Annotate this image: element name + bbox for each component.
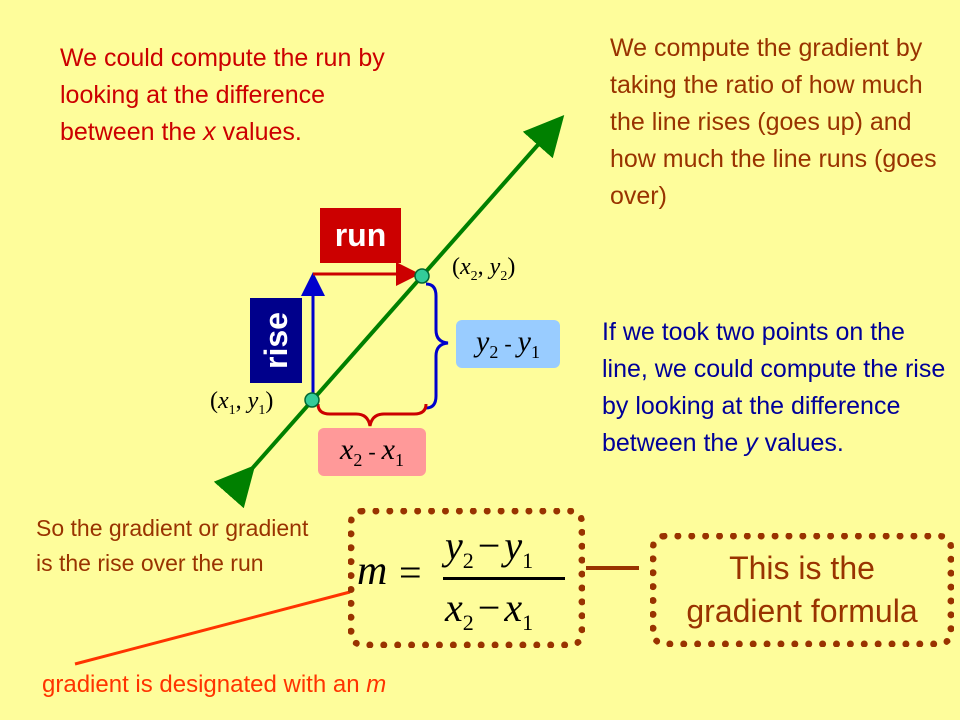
point-2	[414, 268, 430, 284]
formula-denominator: x2−x1	[445, 584, 533, 636]
point-1	[304, 392, 320, 408]
run-explain-x: x	[203, 118, 216, 146]
gradient-explanation: We compute the gradient by taking the ra…	[610, 34, 937, 210]
formula-m: m	[357, 548, 388, 594]
den-a-sub: 2	[462, 610, 474, 635]
formula-box	[348, 508, 585, 648]
num-b-sub: 1	[522, 548, 534, 573]
ydiff-a: y	[476, 325, 490, 358]
xdiff-op: -	[368, 439, 376, 464]
formula-label-box: This is the gradient formula	[650, 533, 954, 647]
p2-y: y	[489, 254, 501, 280]
rise-label-text: rise	[257, 312, 294, 369]
run-explain-text: We could compute the run by looking at t…	[60, 44, 385, 146]
p1-x-sub: 1	[228, 402, 236, 418]
p2-y-sub: 2	[500, 268, 508, 284]
p1-x: x	[218, 388, 229, 414]
num-op: −	[477, 523, 501, 568]
designation-label: gradient is designated with an	[42, 671, 360, 698]
num-b: y	[504, 523, 523, 568]
p1-y-sub: 1	[258, 402, 266, 418]
rise-explain-end: values.	[764, 429, 844, 457]
xdiff-a-sub: 2	[353, 450, 363, 470]
ydiff-a-sub: 2	[489, 342, 499, 362]
rise-over-run-text: So the gradient or gradient is the rise …	[36, 515, 309, 576]
xdiff-b: x	[381, 433, 395, 466]
formula-label-line2: gradient formula	[686, 593, 918, 629]
ydiff-b-sub: 1	[530, 342, 540, 362]
designation-m: m	[366, 671, 387, 698]
p2-x-sub: 2	[470, 268, 478, 284]
gradient-formula: m = y2−y1 x2−x1	[357, 522, 567, 636]
run-brace	[316, 403, 428, 427]
xdiff-a: x	[340, 433, 354, 466]
rise-explain-text: If we took two points on the line, we co…	[602, 318, 946, 457]
rise-explanation: If we took two points on the line, we co…	[602, 314, 952, 462]
den-a: x	[445, 585, 463, 630]
run-explanation: We could compute the run by looking at t…	[60, 40, 420, 151]
run-label-text: run	[334, 217, 387, 253]
formula-numerator: y2−y1	[445, 522, 533, 574]
pointer-line	[74, 590, 351, 666]
den-op: −	[477, 585, 501, 630]
p1-y: y	[247, 388, 259, 414]
y-difference: y2 - y1	[456, 320, 560, 368]
xdiff-b-sub: 1	[394, 450, 404, 470]
rise-label: rise	[250, 298, 302, 383]
x-difference: x2 - x1	[318, 428, 426, 476]
ydiff-b: y	[517, 325, 531, 358]
graph-line	[213, 115, 565, 509]
point-2-label: (x2, y2)	[452, 254, 516, 284]
rise-brace	[425, 282, 449, 410]
p2-x: x	[460, 254, 471, 280]
ydiff-op: -	[504, 331, 512, 356]
designation-text: gradient is designated with an m	[42, 666, 542, 703]
formula-equals: =	[399, 550, 422, 595]
formula-label-line1: This is the	[729, 550, 875, 586]
rise-explain-y: y	[745, 429, 758, 457]
den-b: x	[504, 585, 523, 630]
fraction-bar	[443, 577, 565, 580]
run-explain-end: values.	[222, 118, 302, 146]
num-a: y	[445, 523, 463, 568]
run-label: run	[320, 208, 401, 263]
point-1-label: (x1, y1)	[210, 388, 274, 418]
num-a-sub: 2	[462, 548, 474, 573]
den-b-sub: 1	[522, 610, 534, 635]
